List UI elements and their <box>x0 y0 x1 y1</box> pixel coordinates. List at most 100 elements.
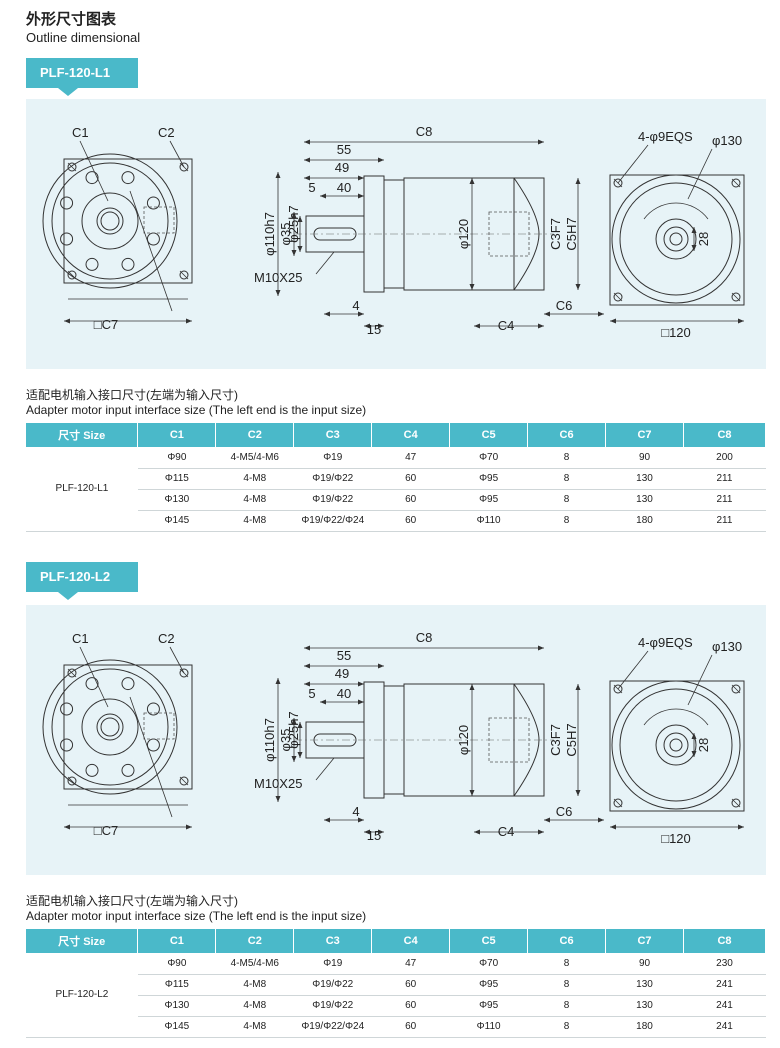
flange-circle <box>611 680 741 810</box>
dimension-arrow <box>364 323 384 329</box>
column-header: C1 <box>137 929 217 953</box>
dimension-label: □C7 <box>94 823 118 838</box>
bore-circle <box>100 211 120 231</box>
table-cell: Φ95 <box>449 468 528 490</box>
mount-hole <box>731 684 741 694</box>
mount-hole <box>179 668 189 678</box>
mount-hole <box>613 178 623 188</box>
flange-circle <box>611 174 741 304</box>
table-cell: Φ70 <box>449 953 528 975</box>
column-header: C3 <box>293 929 373 953</box>
column-header: C7 <box>605 423 684 447</box>
dimension-label: φ110h7 <box>262 212 277 256</box>
page-title-cn: 外形尺寸图表 <box>26 11 117 28</box>
dimension-label: 4 <box>352 298 359 313</box>
dimension-label: 15 <box>367 828 381 843</box>
mount-hole <box>67 668 77 678</box>
table-cell: Φ90 <box>137 953 216 975</box>
table-cell: Φ70 <box>449 447 528 469</box>
section-tab-l1: PLF-120-L1 <box>26 58 138 96</box>
dimension-label: C4 <box>498 318 515 333</box>
column-header: C8 <box>683 929 767 953</box>
column-header: C5 <box>449 929 529 953</box>
dimension-arrow <box>544 817 604 823</box>
section-tab-label: PLF-120-L1 <box>40 65 111 80</box>
dimension-label: φ25h7 <box>286 711 301 748</box>
column-header: 尺寸 Size <box>26 423 139 447</box>
table-cell: Φ19/Φ22 <box>293 974 372 996</box>
model-cell: PLF-120-L1 <box>26 447 138 532</box>
bore-circle <box>100 717 120 737</box>
shaft-circle <box>669 232 683 246</box>
table-cell: Φ115 <box>137 468 216 490</box>
bolt-hole <box>85 257 99 271</box>
bolt-hole <box>121 763 135 777</box>
column-header: C4 <box>371 423 451 447</box>
dimension-label: φ130 <box>712 639 742 654</box>
column-header: C2 <box>215 929 295 953</box>
hub-circle <box>655 724 697 766</box>
table-cell: 4-M8 <box>215 468 294 490</box>
dimension-label: C8 <box>416 630 433 645</box>
dimension-label: C1 <box>72 125 89 140</box>
dimension-label: 55 <box>337 648 351 663</box>
mount-hole <box>179 776 189 786</box>
dimension-label: φ130 <box>712 133 742 148</box>
subtitle-en: Adapter motor input interface size (The … <box>26 909 367 923</box>
table-cell: Φ19 <box>293 447 372 469</box>
column-header: C5 <box>449 423 529 447</box>
dimension-label: 4-φ9EQS <box>638 129 693 144</box>
mount-hole <box>179 270 189 280</box>
table-cell: Φ95 <box>449 974 528 996</box>
table-cell: Φ110 <box>449 510 528 532</box>
leader-line <box>169 140 185 168</box>
table-cell: 4-M8 <box>215 995 294 1017</box>
shaft-circle <box>663 226 689 252</box>
table-cell: 200 <box>683 447 766 469</box>
column-header: C8 <box>683 423 767 447</box>
leader-line <box>315 757 335 781</box>
dimension-label: 40 <box>337 686 351 701</box>
table-cell: Φ19/Φ22/Φ24 <box>293 1016 372 1038</box>
table-cell: 130 <box>605 489 684 511</box>
hole-cross <box>731 178 741 188</box>
dimension-label: 28 <box>696 738 711 752</box>
dimension-label: 4 <box>352 804 359 819</box>
table-cell: Φ130 <box>137 489 216 511</box>
dimension-arrow <box>544 311 604 317</box>
table-cell: Φ95 <box>449 995 528 1017</box>
hidden-line <box>143 206 175 234</box>
table-cell: Φ95 <box>449 489 528 511</box>
table-cell: 211 <box>683 510 766 532</box>
mount-hole <box>613 684 623 694</box>
table-cell: 4-M8 <box>215 974 294 996</box>
bolt-hole <box>85 763 99 777</box>
hole-cross <box>731 798 741 808</box>
table-cell: 8 <box>527 953 606 975</box>
dimension-arrow <box>691 733 697 757</box>
table-cell: Φ19/Φ22 <box>293 468 372 490</box>
dimension-label: C1 <box>72 631 89 646</box>
mount-hole <box>613 292 623 302</box>
subtitle-cn: 适配电机输入接口尺寸(左端为输入尺寸) <box>26 388 238 402</box>
column-header: C1 <box>137 423 217 447</box>
leader-line <box>687 148 713 200</box>
bolt-hole <box>146 738 160 752</box>
table-cell: Φ19 <box>293 953 372 975</box>
hole-cross <box>613 292 623 302</box>
bolt-hole <box>121 257 135 271</box>
table-cell: 60 <box>371 489 450 511</box>
dimension-arrow <box>304 175 364 181</box>
table-cell: 8 <box>527 447 606 469</box>
bolt-hole <box>60 232 74 246</box>
leader-line <box>79 646 109 708</box>
